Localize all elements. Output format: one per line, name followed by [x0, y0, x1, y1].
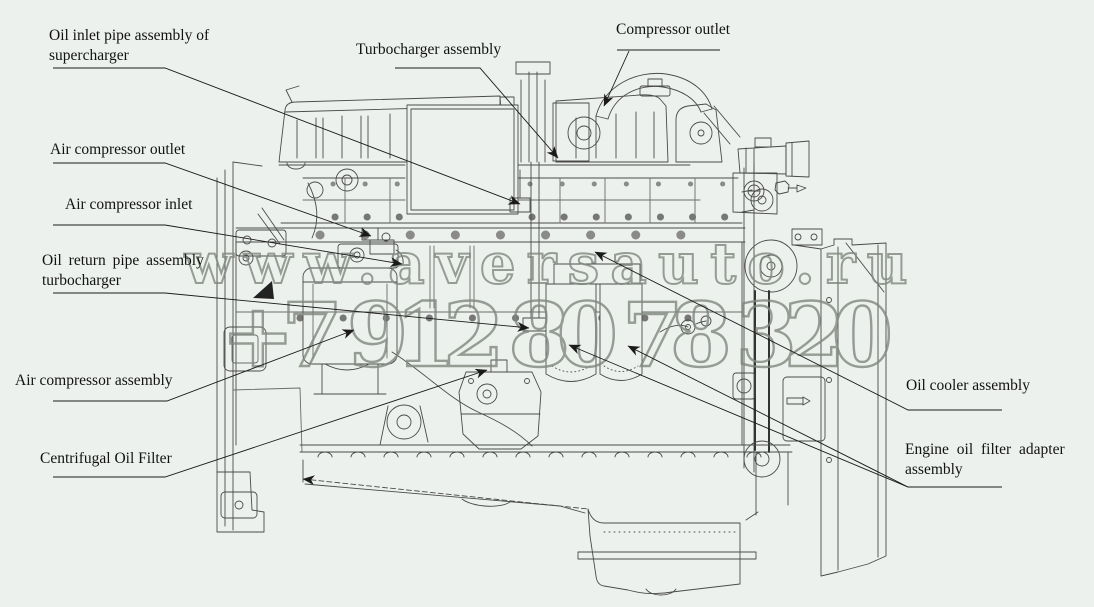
accessory-drive: [659, 188, 826, 478]
label-air-compressor-inlet: Air compressor inlet: [65, 196, 193, 213]
leader-air-compressor-outlet: [53, 162, 372, 237]
label-turbocharger-assembly: Turbocharger assembly: [356, 41, 502, 58]
centrifugal-oil-filter-part: [458, 359, 542, 450]
air-compressor: [302, 168, 533, 447]
label-oil-return-pipe-turbocharger: Oil return pipe assembly turbocharger: [42, 252, 204, 289]
label-oil-cooler-assembly: Oil cooler assembly: [906, 377, 1030, 394]
label-air-compressor-assembly: Air compressor assembly: [15, 372, 173, 389]
label-compressor-outlet: Compressor outlet: [616, 21, 731, 38]
leader-air-compressor-inlet: [53, 224, 403, 268]
label-oil-inlet-pipe-supercharger: Oil inlet pipe assembly of supercharger: [49, 27, 210, 64]
label-air-compressor-outlet: Air compressor outlet: [50, 141, 186, 158]
turbocharger: [515, 61, 741, 163]
leader-turbocharger-assembly: [395, 67, 559, 159]
watermark: www.aversauto.ru +7 912 80 78 320: [183, 230, 909, 388]
exhaust-manifold: [280, 177, 743, 239]
oil-filters: [545, 263, 643, 382]
label-centrifugal-oil-filter: Centrifugal Oil Filter: [40, 450, 172, 467]
fuel-pump: [379, 404, 429, 446]
leader-centrifugal-oil-filter: [53, 368, 488, 478]
valve-cover-front: [517, 78, 723, 166]
oil-pan: [299, 444, 793, 596]
label-engine-oil-filter-adapter: Engine oil filter adapter assembly: [905, 441, 1065, 478]
leader-oil-filter-adapter-2: [627, 345, 909, 488]
leader-lines: [53, 49, 1002, 488]
leader-oil-inlet-pipe-supercharger: [53, 67, 521, 205]
leader-air-compressor-assembly: [53, 329, 355, 402]
fan-shroud: [791, 228, 887, 577]
leader-oil-return-pipe: [53, 292, 530, 332]
leader-compressor-outlet: [603, 50, 630, 107]
leader-oil-cooler-assembly: [594, 251, 1002, 411]
watermark-line2: +7 912 80 78 320: [221, 283, 893, 387]
cylinder-block: [235, 163, 755, 473]
